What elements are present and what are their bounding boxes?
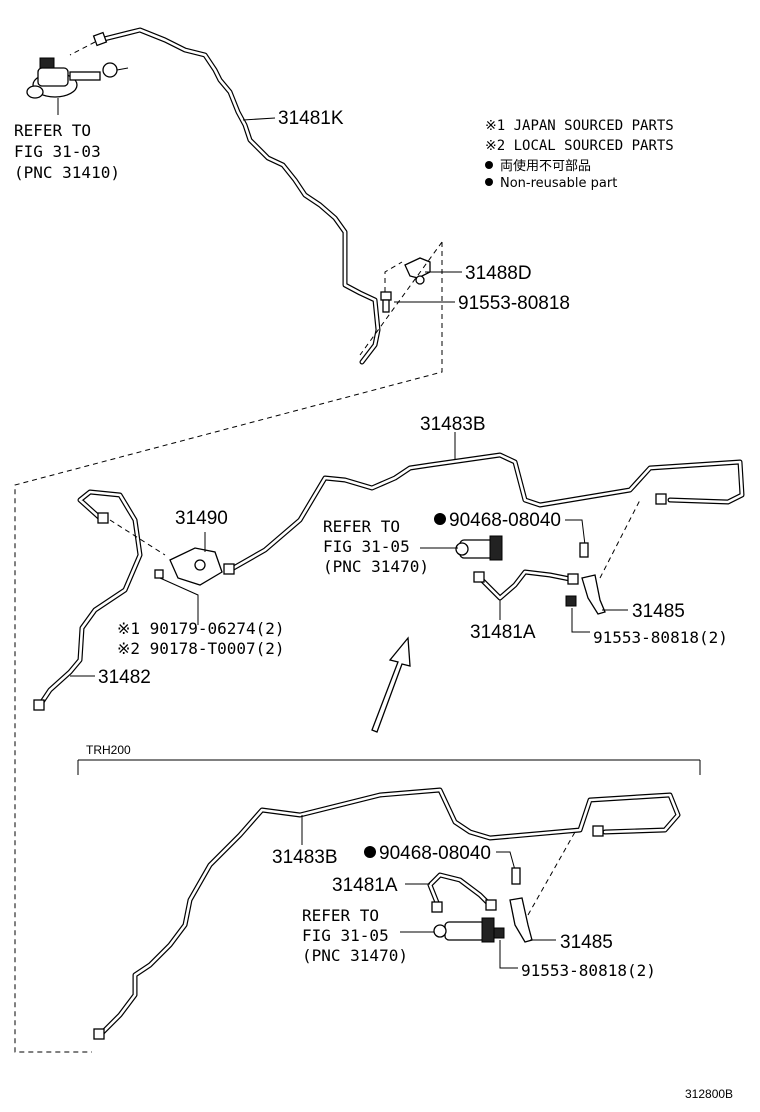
ref-mid-line3: (PNC 31470) [323, 557, 429, 576]
fitting-bottom-start [93, 1028, 105, 1040]
ref-mid-line2: FIG 31-05 [323, 537, 410, 556]
label-31482: 31482 [98, 667, 151, 688]
bolt-91553 [565, 595, 577, 607]
bolt-91553-80818 [380, 291, 392, 313]
legend: ※1 JAPAN SOURCED PARTS ※2 LOCAL SOURCED … [485, 118, 674, 191]
label-31488D: 31488D [465, 263, 532, 284]
fitting-31483B-start [223, 563, 235, 575]
label-90178-T0007: ※2 90178-T0007(2) [117, 639, 285, 658]
bracket-31490 [154, 547, 223, 586]
label-31490: 31490 [175, 508, 228, 529]
pipe-31481K [97, 27, 381, 365]
label-90468-08040: 90468-08040 [449, 510, 561, 531]
pipe-31483B [227, 452, 745, 573]
ref-top-line3: (PNC 31410) [14, 163, 120, 182]
bracket-31485 [581, 574, 606, 615]
variant-bracket [77, 759, 701, 775]
release-cylinder-trh200 [433, 917, 495, 943]
clip-90468-trh200 [511, 867, 521, 885]
ref-bottom-line2: FIG 31-05 [302, 926, 389, 945]
label-31481K: 31481K [278, 108, 344, 129]
hose-31481A [477, 569, 578, 601]
label-31481A: 31481A [470, 622, 536, 643]
fitting-31482-top [97, 512, 109, 524]
label-31485: 31485 [632, 601, 685, 622]
figure-code: 312800B [685, 1087, 733, 1101]
label-91553-80818: 91553-80818 [458, 293, 570, 314]
label-91553-80818-2-trh200: 91553-80818(2) [521, 961, 656, 980]
label-31485-trh200: 31485 [560, 932, 613, 953]
fitting-31482-bottom [33, 699, 45, 711]
hose-31481A-trh200 [427, 872, 493, 908]
hose-end-fitting [473, 571, 485, 583]
master-cylinder [26, 57, 129, 99]
label-91553-80818-2: 91553-80818(2) [593, 628, 728, 647]
bolt-91553-trh200 [493, 927, 505, 939]
label-90468-08040-trh200: 90468-08040 [379, 843, 491, 864]
legend-japan-sourced: ※1 JAPAN SOURCED PARTS [485, 118, 674, 134]
bracket-31485-trh200 [509, 897, 533, 943]
fitting-31483B-end [655, 493, 667, 505]
variant-label: TRH200 [86, 743, 131, 757]
ref-bottom-line3: (PNC 31470) [302, 946, 408, 965]
legend-non-reusable-ja: 両使用不可部品 [500, 158, 591, 174]
legend-non-reusable-en: Non-reusable part [500, 176, 617, 191]
hose-end-fitting [567, 573, 579, 585]
hose-end-fitting [431, 901, 443, 913]
arrow-up-icon [371, 636, 411, 733]
clip-90468 [579, 542, 589, 558]
label-31483B-trh200: 31483B [272, 847, 338, 868]
ref-top-line1: REFER TO [14, 121, 91, 140]
ref-top-line2: FIG 31-03 [14, 142, 101, 161]
non-reusable-dot-icon [434, 513, 446, 525]
non-reusable-dot-icon [485, 178, 493, 186]
pipe-31481K-top-fitting [92, 31, 108, 47]
fitting-bottom-end [592, 825, 604, 837]
legend-local-sourced: ※2 LOCAL SOURCED PARTS [485, 138, 674, 154]
non-reusable-dot-icon [485, 161, 493, 169]
hose-end-fitting [485, 899, 497, 911]
ref-mid-line1: REFER TO [323, 517, 400, 536]
release-cylinder [455, 535, 503, 561]
pipe-31483B-trh200 [97, 787, 681, 1038]
label-90179-06274: ※1 90179-06274(2) [117, 619, 285, 638]
label-31481A-trh200: 31481A [332, 875, 398, 896]
bracket-31488D [404, 257, 431, 285]
non-reusable-dot-icon [364, 846, 376, 858]
pipe-31482 [37, 489, 143, 708]
ref-bottom-line1: REFER TO [302, 906, 379, 925]
label-31483B: 31483B [420, 414, 486, 435]
